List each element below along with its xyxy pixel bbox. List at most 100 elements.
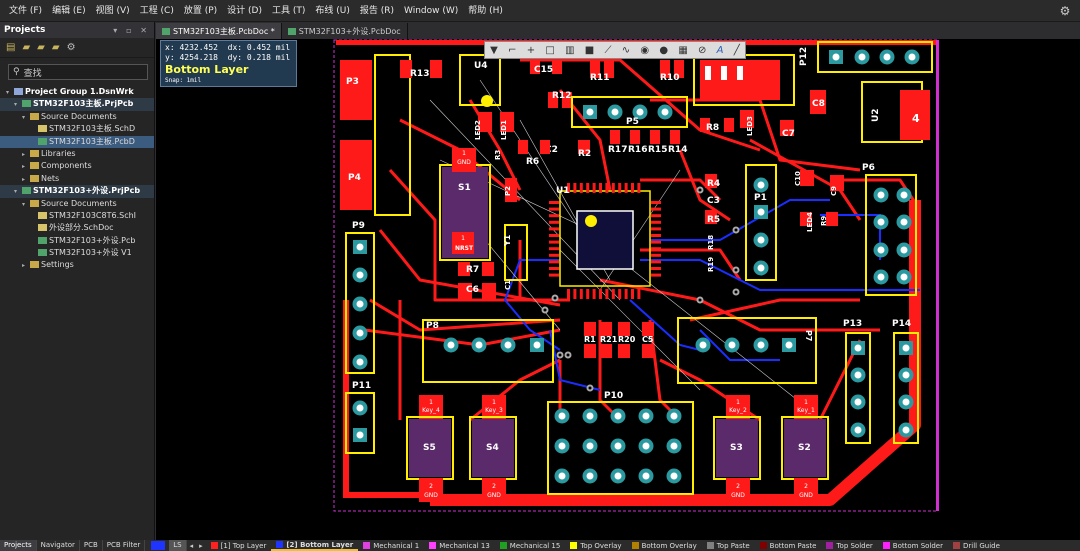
- tree-item[interactable]: 外设部分.SchDoc: [0, 222, 154, 234]
- menu-design[interactable]: 设计 (D): [227, 5, 262, 16]
- tree-item[interactable]: ▾STM32F103+外设.PrjPcb: [0, 185, 154, 198]
- designator-label: U2: [871, 108, 881, 122]
- current-layer-swatch[interactable]: [151, 541, 166, 550]
- tree-item[interactable]: ▸Nets: [0, 173, 154, 185]
- bottom-tab-pcb[interactable]: PCB: [80, 540, 103, 551]
- polygon-icon[interactable]: ▦: [678, 44, 688, 56]
- bottom-tab-projects[interactable]: Projects: [0, 540, 37, 551]
- expand-chevron-icon[interactable]: ▸: [22, 262, 26, 270]
- tree-item[interactable]: STM32F103主板.PcbD: [0, 135, 154, 148]
- open-document-icon[interactable]: ▤: [6, 42, 16, 53]
- smd-pad: [800, 212, 812, 226]
- layer-tab-label: Top Paste: [716, 541, 750, 550]
- menu-reports[interactable]: 报告 (R): [359, 5, 395, 16]
- tree-item[interactable]: ▾Source Documents: [0, 198, 154, 210]
- tree-item[interactable]: ▸Libraries: [0, 148, 154, 160]
- smd-pad: [651, 240, 661, 244]
- line-icon[interactable]: ╱: [733, 44, 740, 56]
- designator-label: R10: [660, 73, 679, 83]
- menu-route[interactable]: 布线 (U): [315, 5, 350, 16]
- bottom-tab-pcb-filter[interactable]: PCB Filter: [103, 540, 146, 551]
- diff-pair-icon[interactable]: ∿: [621, 44, 631, 56]
- pad-icon[interactable]: ●: [659, 44, 669, 56]
- bottom-tab-navigator[interactable]: Navigator: [37, 540, 80, 551]
- layer-tab[interactable]: Bottom Solder: [878, 540, 948, 551]
- tree-item[interactable]: STM32F103+外设.Pcb: [0, 235, 154, 247]
- smd-pad: [705, 174, 717, 188]
- tree-item[interactable]: STM32F103C8T6.SchI: [0, 210, 154, 222]
- filter-icon[interactable]: ▼: [490, 44, 498, 56]
- text-icon[interactable]: A: [716, 44, 724, 56]
- menu-place[interactable]: 放置 (P): [183, 5, 218, 16]
- projects-panel-header: Projects ▾ ▫ ✕: [0, 22, 154, 38]
- layer-set-button[interactable]: LS: [169, 540, 187, 551]
- layer-tab[interactable]: Bottom Overlay: [627, 540, 702, 551]
- smd-pad: [549, 273, 559, 277]
- menu-file[interactable]: 文件 (F): [9, 5, 43, 16]
- layer-tab[interactable]: Top Paste: [702, 540, 755, 551]
- rectangle-icon[interactable]: □: [545, 44, 555, 56]
- layer-tab[interactable]: [1] Top Layer: [206, 540, 272, 551]
- tree-item[interactable]: STM32F103主板.SchD: [0, 123, 154, 135]
- tree-item[interactable]: ▾Project Group 1.DsnWrk: [0, 86, 154, 98]
- tab-peripheral-pcb[interactable]: STM32F103+外设.PcbDoc: [282, 23, 408, 39]
- chart-icon[interactable]: ▥: [565, 44, 575, 56]
- layer-tab[interactable]: Mechanical 15: [495, 540, 566, 551]
- expand-chevron-icon[interactable]: ▸: [22, 175, 26, 183]
- projects-search-input[interactable]: ⚲ 查找: [8, 64, 148, 80]
- tree-item[interactable]: STM32F103+外设 V1: [0, 247, 154, 259]
- smd-pad: [830, 175, 844, 191]
- open-folder-icon[interactable]: ▰: [22, 42, 31, 53]
- plus-icon[interactable]: +: [526, 44, 536, 56]
- layer-tab[interactable]: [2] Bottom Layer: [271, 540, 359, 551]
- new-folder-icon[interactable]: ▰: [37, 42, 45, 53]
- menu-view[interactable]: 视图 (V): [95, 5, 130, 16]
- expand-chevron-icon[interactable]: ▾: [14, 101, 18, 109]
- menu-help[interactable]: 帮助 (H): [468, 5, 503, 16]
- expand-chevron-icon[interactable]: ▸: [22, 150, 26, 158]
- expand-chevron-icon[interactable]: ▸: [22, 163, 26, 171]
- route-icon[interactable]: ⌐: [508, 44, 517, 56]
- tree-item[interactable]: ▸Settings: [0, 259, 154, 271]
- layer-tab[interactable]: Top Overlay: [565, 540, 626, 551]
- via-icon[interactable]: ◉: [640, 44, 650, 56]
- expand-chevron-icon[interactable]: ▾: [22, 113, 26, 121]
- menu-project[interactable]: 工程 (C): [139, 5, 174, 16]
- interactive-route-icon[interactable]: ⟋: [604, 44, 612, 56]
- expand-chevron-icon[interactable]: ▾: [14, 188, 18, 196]
- panel-controls-icon[interactable]: ▾ ▫ ✕: [113, 25, 150, 35]
- layer-tab[interactable]: Mechanical 1: [358, 540, 424, 551]
- tree-item[interactable]: ▾STM32F103主板.PrjPcb: [0, 98, 154, 111]
- layer-prev-arrow[interactable]: ◂: [189, 541, 194, 550]
- smd-pad: [611, 183, 615, 193]
- designator-label: P14: [892, 319, 911, 329]
- layer-tab[interactable]: Top Solder: [821, 540, 877, 551]
- keepout-icon[interactable]: ⊘: [698, 44, 707, 56]
- bottom-layer-trace: [503, 259, 561, 351]
- th-drill: [642, 442, 650, 450]
- layer-tab[interactable]: Drill Guide: [948, 540, 1005, 551]
- layer-next-arrow[interactable]: ▸: [199, 541, 203, 550]
- coord-dx: dx: 0.452 mil: [227, 43, 291, 52]
- th-drill: [475, 341, 483, 349]
- tab-main-board-pcb[interactable]: STM32F103主板.PcbDoc *: [156, 23, 282, 39]
- menu-edit[interactable]: 编辑 (E): [52, 5, 86, 16]
- square-icon[interactable]: ■: [584, 44, 595, 56]
- designator-label: C7: [782, 129, 795, 139]
- expand-chevron-icon[interactable]: ▾: [22, 200, 26, 208]
- expand-chevron-icon[interactable]: ▾: [6, 89, 10, 96]
- layer-tab[interactable]: Mechanical 13: [424, 540, 495, 551]
- tree-item[interactable]: ▸Components: [0, 160, 154, 172]
- th-drill: [586, 108, 594, 116]
- menu-tools[interactable]: 工具 (T): [272, 5, 306, 16]
- designator-label: R11: [590, 73, 609, 83]
- folder-icon[interactable]: ▰: [51, 42, 60, 53]
- settings-icon[interactable]: ⚙: [66, 42, 76, 53]
- layer-color-swatch: [953, 542, 960, 549]
- tree-item[interactable]: ▾Source Documents: [0, 111, 154, 123]
- gear-icon[interactable]: ⚙: [1059, 4, 1071, 18]
- menu-window[interactable]: Window (W): [404, 5, 459, 16]
- layer-tab[interactable]: Bottom Paste: [755, 540, 822, 551]
